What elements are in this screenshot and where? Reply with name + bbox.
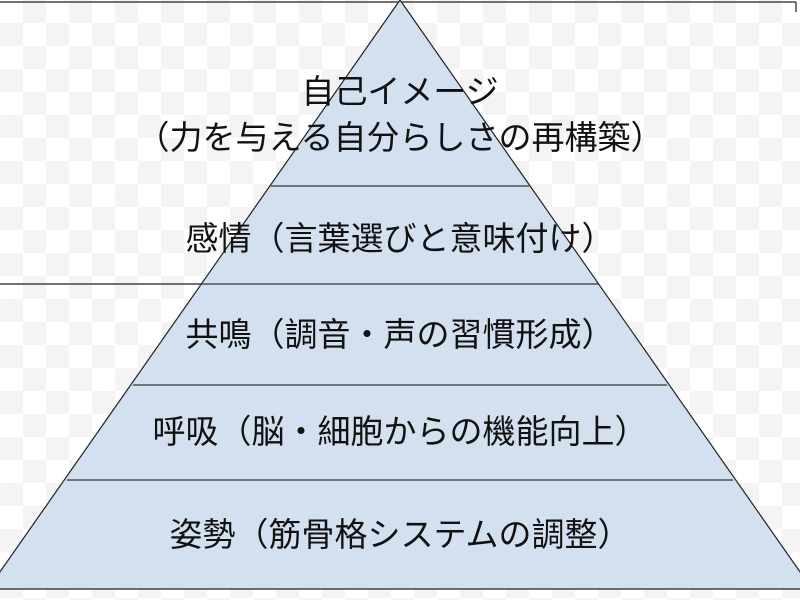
layer-1-title: 自己イメージ: [301, 72, 499, 111]
layer-1-subtitle: （力を与える自分らしさの再構築）: [136, 118, 664, 157]
layer-4-label: 呼吸（脳・細胞からの機能向上）: [152, 412, 648, 451]
layer-3-label: 共鳴（調音・声の習慣形成）: [185, 315, 615, 354]
layer-5-label: 姿勢（筋骨格システムの調整）: [169, 515, 631, 554]
layer-2-label: 感情（言葉選びと意味付け）: [185, 219, 615, 258]
